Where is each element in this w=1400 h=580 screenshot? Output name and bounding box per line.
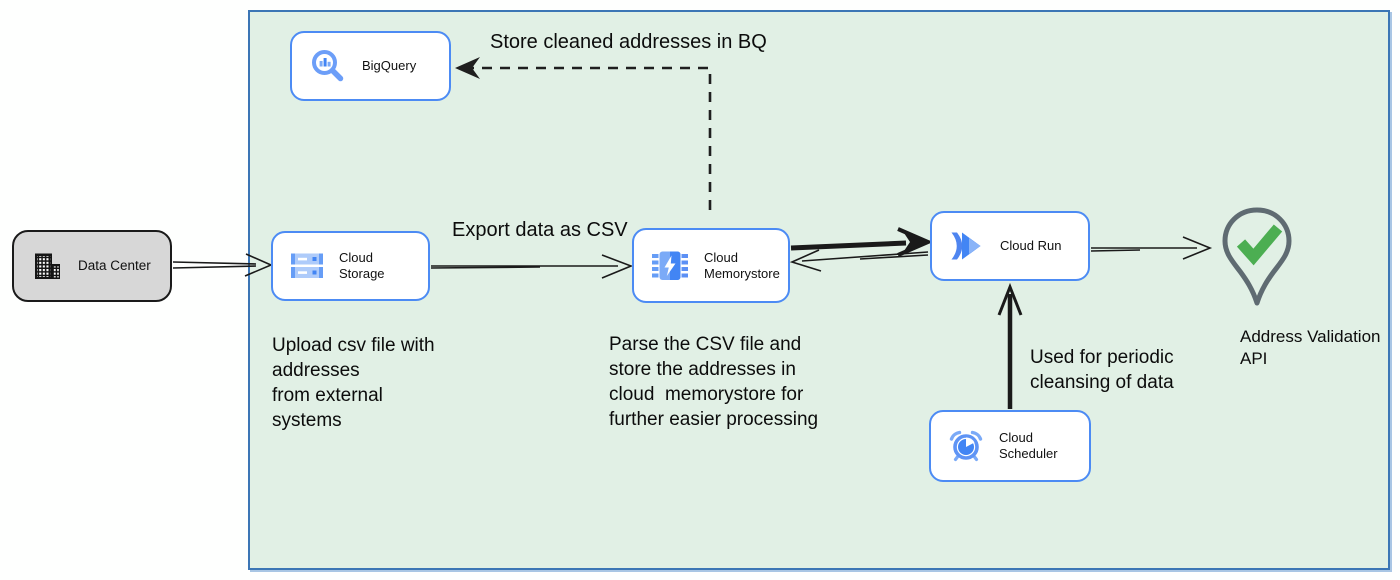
- cloud-memorystore-icon: [652, 251, 688, 281]
- node-label: Cloud Run: [1000, 238, 1062, 253]
- node-label: Cloud Memorystore: [704, 249, 780, 281]
- label-store-cleaned-in-bq: Store cleaned addresses in BQ: [490, 31, 767, 53]
- cloud-storage-icon: [291, 252, 323, 280]
- node-label: Cloud Storage: [339, 250, 385, 281]
- node-bigquery[interactable]: BigQuery: [290, 31, 451, 101]
- node-cloud-run[interactable]: Cloud Run: [930, 211, 1090, 281]
- map-pin-check-icon: [1222, 207, 1292, 306]
- node-label: Data Center: [78, 258, 151, 273]
- node-cloud-scheduler[interactable]: Cloud Scheduler: [929, 410, 1091, 482]
- node-cloud-storage[interactable]: Cloud Storage: [271, 231, 430, 301]
- node-data-center[interactable]: Data Center: [12, 230, 172, 302]
- cloud-run-icon: [950, 231, 984, 261]
- data-center-building-icon: [32, 251, 62, 281]
- gcp-boundary-zone: [248, 10, 1390, 570]
- node-label: Cloud Scheduler: [999, 430, 1058, 461]
- node-address-validation-api[interactable]: [1221, 206, 1293, 308]
- bigquery-icon: [310, 48, 346, 84]
- label-export-data-as-csv: Export data as CSV: [452, 219, 628, 241]
- node-label: BigQuery: [362, 58, 417, 73]
- note-upload-csv: Upload csv file with addresses from exte…: [272, 335, 435, 431]
- note-periodic-cleansing: Used for periodic cleansing of data: [1030, 347, 1174, 393]
- label-address-validation-api: Address Validation API: [1240, 327, 1381, 368]
- cloud-scheduler-icon: [949, 430, 983, 462]
- node-cloud-memorystore[interactable]: Cloud Memorystore: [632, 228, 790, 303]
- note-parse-csv: Parse the CSV file and store the address…: [609, 334, 819, 430]
